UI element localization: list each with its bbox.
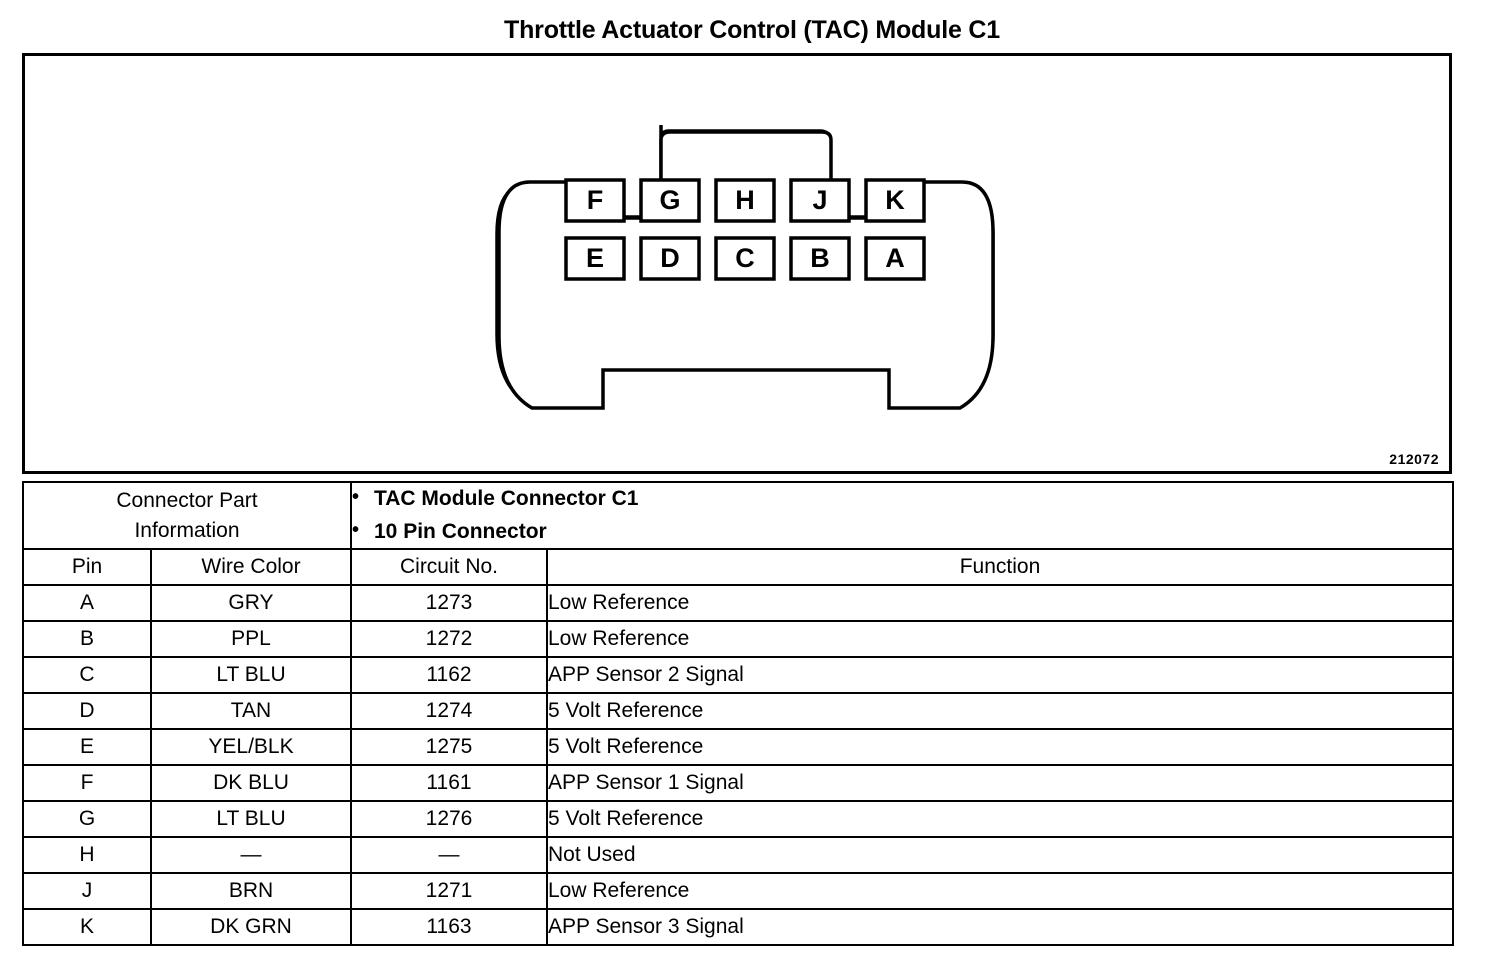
cell-circuit-no: 1275: [350, 728, 548, 767]
pin-label-B: B: [810, 243, 830, 273]
cell-pin: K: [22, 908, 152, 947]
cell-function: 5 Volt Reference: [545, 728, 1455, 767]
cell-function: 5 Volt Reference: [545, 692, 1455, 731]
table-row: G LT BLU 1276 5 Volt Reference: [22, 800, 1455, 839]
cell-circuit-no: 1161: [350, 764, 548, 803]
table-row: A GRY 1273 Low Reference: [22, 584, 1455, 623]
pin-box-F: [564, 178, 626, 223]
table-row: J BRN 1271 Low Reference: [22, 872, 1455, 911]
cell-circuit-no: 1273: [350, 584, 548, 623]
cpi-note-pin-count: 10 Pin Connector: [352, 515, 1452, 549]
cell-circuit-no: 1272: [350, 620, 548, 659]
pin-box-J: [789, 178, 851, 223]
pin-label-C: C: [735, 243, 755, 273]
cell-function: APP Sensor 3 Signal: [545, 908, 1455, 947]
cell-circuit-no: 1271: [350, 872, 548, 911]
cell-function: 5 Volt Reference: [545, 800, 1455, 839]
cpi-label-line1: Connector Part: [116, 488, 258, 512]
cell-pin: B: [22, 620, 152, 659]
cell-function: Low Reference: [545, 872, 1455, 911]
connector-drawing: F G H J K E D C B A: [25, 56, 1449, 471]
column-header-pin: Pin: [22, 548, 152, 587]
cell-pin: A: [22, 584, 152, 623]
connector-part-information-row: Connector Part Information TAC Module Co…: [22, 480, 1455, 551]
connector-illustration-panel: F G H J K E D C B A 212072: [22, 53, 1452, 474]
cell-circuit-no: 1274: [350, 692, 548, 731]
cell-pin: C: [22, 656, 152, 695]
column-header-function: Function: [545, 548, 1455, 587]
cell-wire-color: DK BLU: [150, 764, 352, 803]
pin-box-K: [864, 178, 926, 223]
pin-box-D: [639, 236, 701, 281]
cell-wire-color: YEL/BLK: [150, 728, 352, 767]
cpi-label-line2: Information: [134, 518, 240, 542]
pin-label-H: H: [735, 185, 755, 215]
pin-label-D: D: [660, 243, 680, 273]
pin-row-top: F G H J K: [564, 178, 926, 223]
cpi-note-connector-name: TAC Module Connector C1: [352, 482, 1452, 516]
pin-label-A: A: [885, 243, 905, 273]
cell-pin: G: [22, 800, 152, 839]
cell-pin: D: [22, 692, 152, 731]
table-row: H — — Not Used: [22, 836, 1455, 875]
cell-circuit-no: 1163: [350, 908, 548, 947]
column-header-wire-color: Wire Color: [150, 548, 352, 587]
cell-function: APP Sensor 1 Signal: [545, 764, 1455, 803]
cell-function: Low Reference: [545, 620, 1455, 659]
cell-wire-color: GRY: [150, 584, 352, 623]
cell-circuit-no: —: [350, 836, 548, 875]
pin-box-A: [864, 236, 926, 281]
pin-box-B: [789, 236, 851, 281]
cell-wire-color: PPL: [150, 620, 352, 659]
pin-row-bottom: E D C B A: [564, 236, 926, 281]
cell-wire-color: LT BLU: [150, 800, 352, 839]
connector-pinout-table: Connector Part Information TAC Module Co…: [22, 480, 1455, 947]
pin-box-E: [564, 236, 626, 281]
pin-box-G: [639, 178, 701, 223]
reference-number: 212072: [1389, 451, 1439, 467]
pin-label-J: J: [812, 185, 827, 215]
cell-pin: H: [22, 836, 152, 875]
cell-function: APP Sensor 2 Signal: [545, 656, 1455, 695]
connector-part-information-label: Connector Part Information: [22, 480, 352, 551]
pin-box-H: [714, 178, 776, 223]
cell-pin: J: [22, 872, 152, 911]
cell-function: Low Reference: [545, 584, 1455, 623]
pin-label-F: F: [587, 185, 604, 215]
table-row: C LT BLU 1162 APP Sensor 2 Signal: [22, 656, 1455, 695]
column-header-circuit-no: Circuit No.: [350, 548, 548, 587]
table-header-row: Pin Wire Color Circuit No. Function: [22, 548, 1455, 587]
pin-label-E: E: [586, 243, 604, 273]
cell-wire-color: LT BLU: [150, 656, 352, 695]
cell-wire-color: —: [150, 836, 352, 875]
table-row: B PPL 1272 Low Reference: [22, 620, 1455, 659]
cell-pin: F: [22, 764, 152, 803]
pin-box-C: [714, 236, 776, 281]
cell-circuit-no: 1162: [350, 656, 548, 695]
cell-wire-color: DK GRN: [150, 908, 352, 947]
cell-function: Not Used: [545, 836, 1455, 875]
table-row: E YEL/BLK 1275 5 Volt Reference: [22, 728, 1455, 767]
cell-circuit-no: 1276: [350, 800, 548, 839]
table-row: K DK GRN 1163 APP Sensor 3 Signal: [22, 908, 1455, 947]
page-title: Throttle Actuator Control (TAC) Module C…: [504, 16, 1000, 44]
cell-pin: E: [22, 728, 152, 767]
table-row: F DK BLU 1161 APP Sensor 1 Signal: [22, 764, 1455, 803]
pin-label-G: G: [659, 185, 680, 215]
cell-wire-color: BRN: [150, 872, 352, 911]
cell-wire-color: TAN: [150, 692, 352, 731]
connector-part-information-notes: TAC Module Connector C1 10 Pin Connector: [349, 480, 1455, 551]
pin-label-K: K: [885, 185, 905, 215]
table-row: D TAN 1274 5 Volt Reference: [22, 692, 1455, 731]
